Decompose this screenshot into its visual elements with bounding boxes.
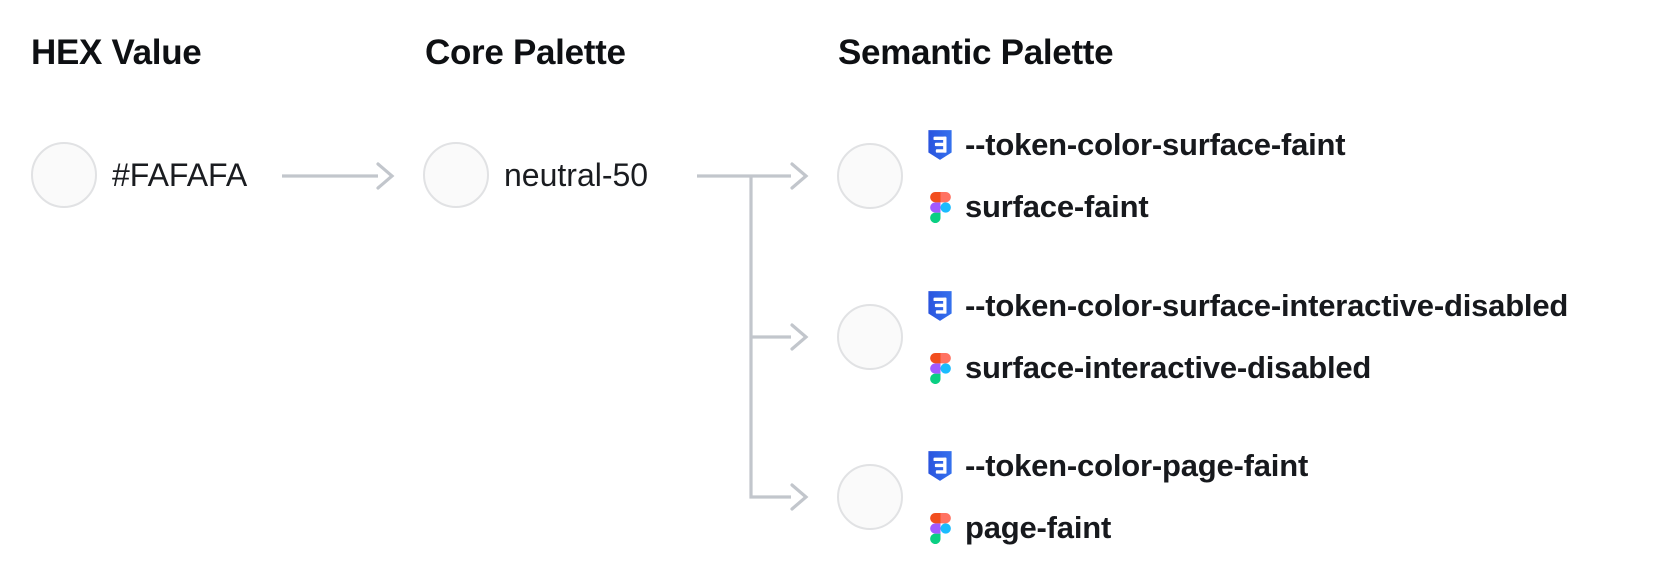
css-variable-label: --token-color-surface-faint (965, 127, 1346, 162)
column-header-core-palette: Core Palette (425, 33, 626, 72)
figma-token-label: surface-interactive-disabled (965, 350, 1372, 385)
arrow-hex-to-core-head (376, 162, 395, 190)
column-header-hex-value: HEX Value (31, 33, 202, 72)
figma-token-line: surface-faint (927, 176, 1149, 238)
column-header-semantic-palette: Semantic Palette (838, 33, 1114, 72)
css-variable-label: --token-color-surface-interactive-disabl… (965, 288, 1569, 323)
figma-token-label: page-faint (965, 510, 1112, 545)
hex-value-label: #FAFAFA (112, 156, 248, 193)
core-color-swatch (423, 142, 489, 208)
semantic-color-swatch (837, 143, 903, 209)
hex-value-node: #FAFAFA (31, 142, 247, 208)
css-variable-line: --token-color-surface-faint (927, 114, 1346, 176)
semantic-token-row: --token-color-surface-interactive-disabl… (837, 257, 1667, 417)
figma-token-line: surface-interactive-disabled (927, 337, 1371, 399)
arrow-to-semantic-3-head (790, 483, 809, 511)
semantic-token-row: --token-color-page-faint page-faint (837, 417, 1667, 577)
css-variable-line: --token-color-surface-interactive-disabl… (927, 275, 1568, 337)
figma-logo-icon (927, 512, 953, 544)
figma-logo-icon (927, 191, 953, 223)
hex-color-swatch (31, 142, 97, 208)
arrow-to-semantic-2-head (790, 323, 809, 351)
css3-shield-icon (927, 129, 953, 161)
figma-token-label: surface-faint (965, 189, 1149, 224)
arrow-to-semantic-1-head (790, 162, 809, 190)
css3-shield-icon (927, 450, 953, 482)
connector-trunk (749, 176, 791, 499)
semantic-color-swatch (837, 464, 903, 530)
core-palette-node: neutral-50 (423, 142, 648, 208)
figma-logo-icon (927, 352, 953, 384)
css-variable-label: --token-color-page-faint (965, 448, 1309, 483)
css-variable-line: --token-color-page-faint (927, 435, 1308, 497)
core-name-label: neutral-50 (504, 156, 649, 193)
semantic-color-swatch (837, 304, 903, 370)
semantic-token-row: --token-color-surface-faint surface-fain… (837, 96, 1667, 256)
css3-shield-icon (927, 290, 953, 322)
figma-token-line: page-faint (927, 497, 1111, 559)
